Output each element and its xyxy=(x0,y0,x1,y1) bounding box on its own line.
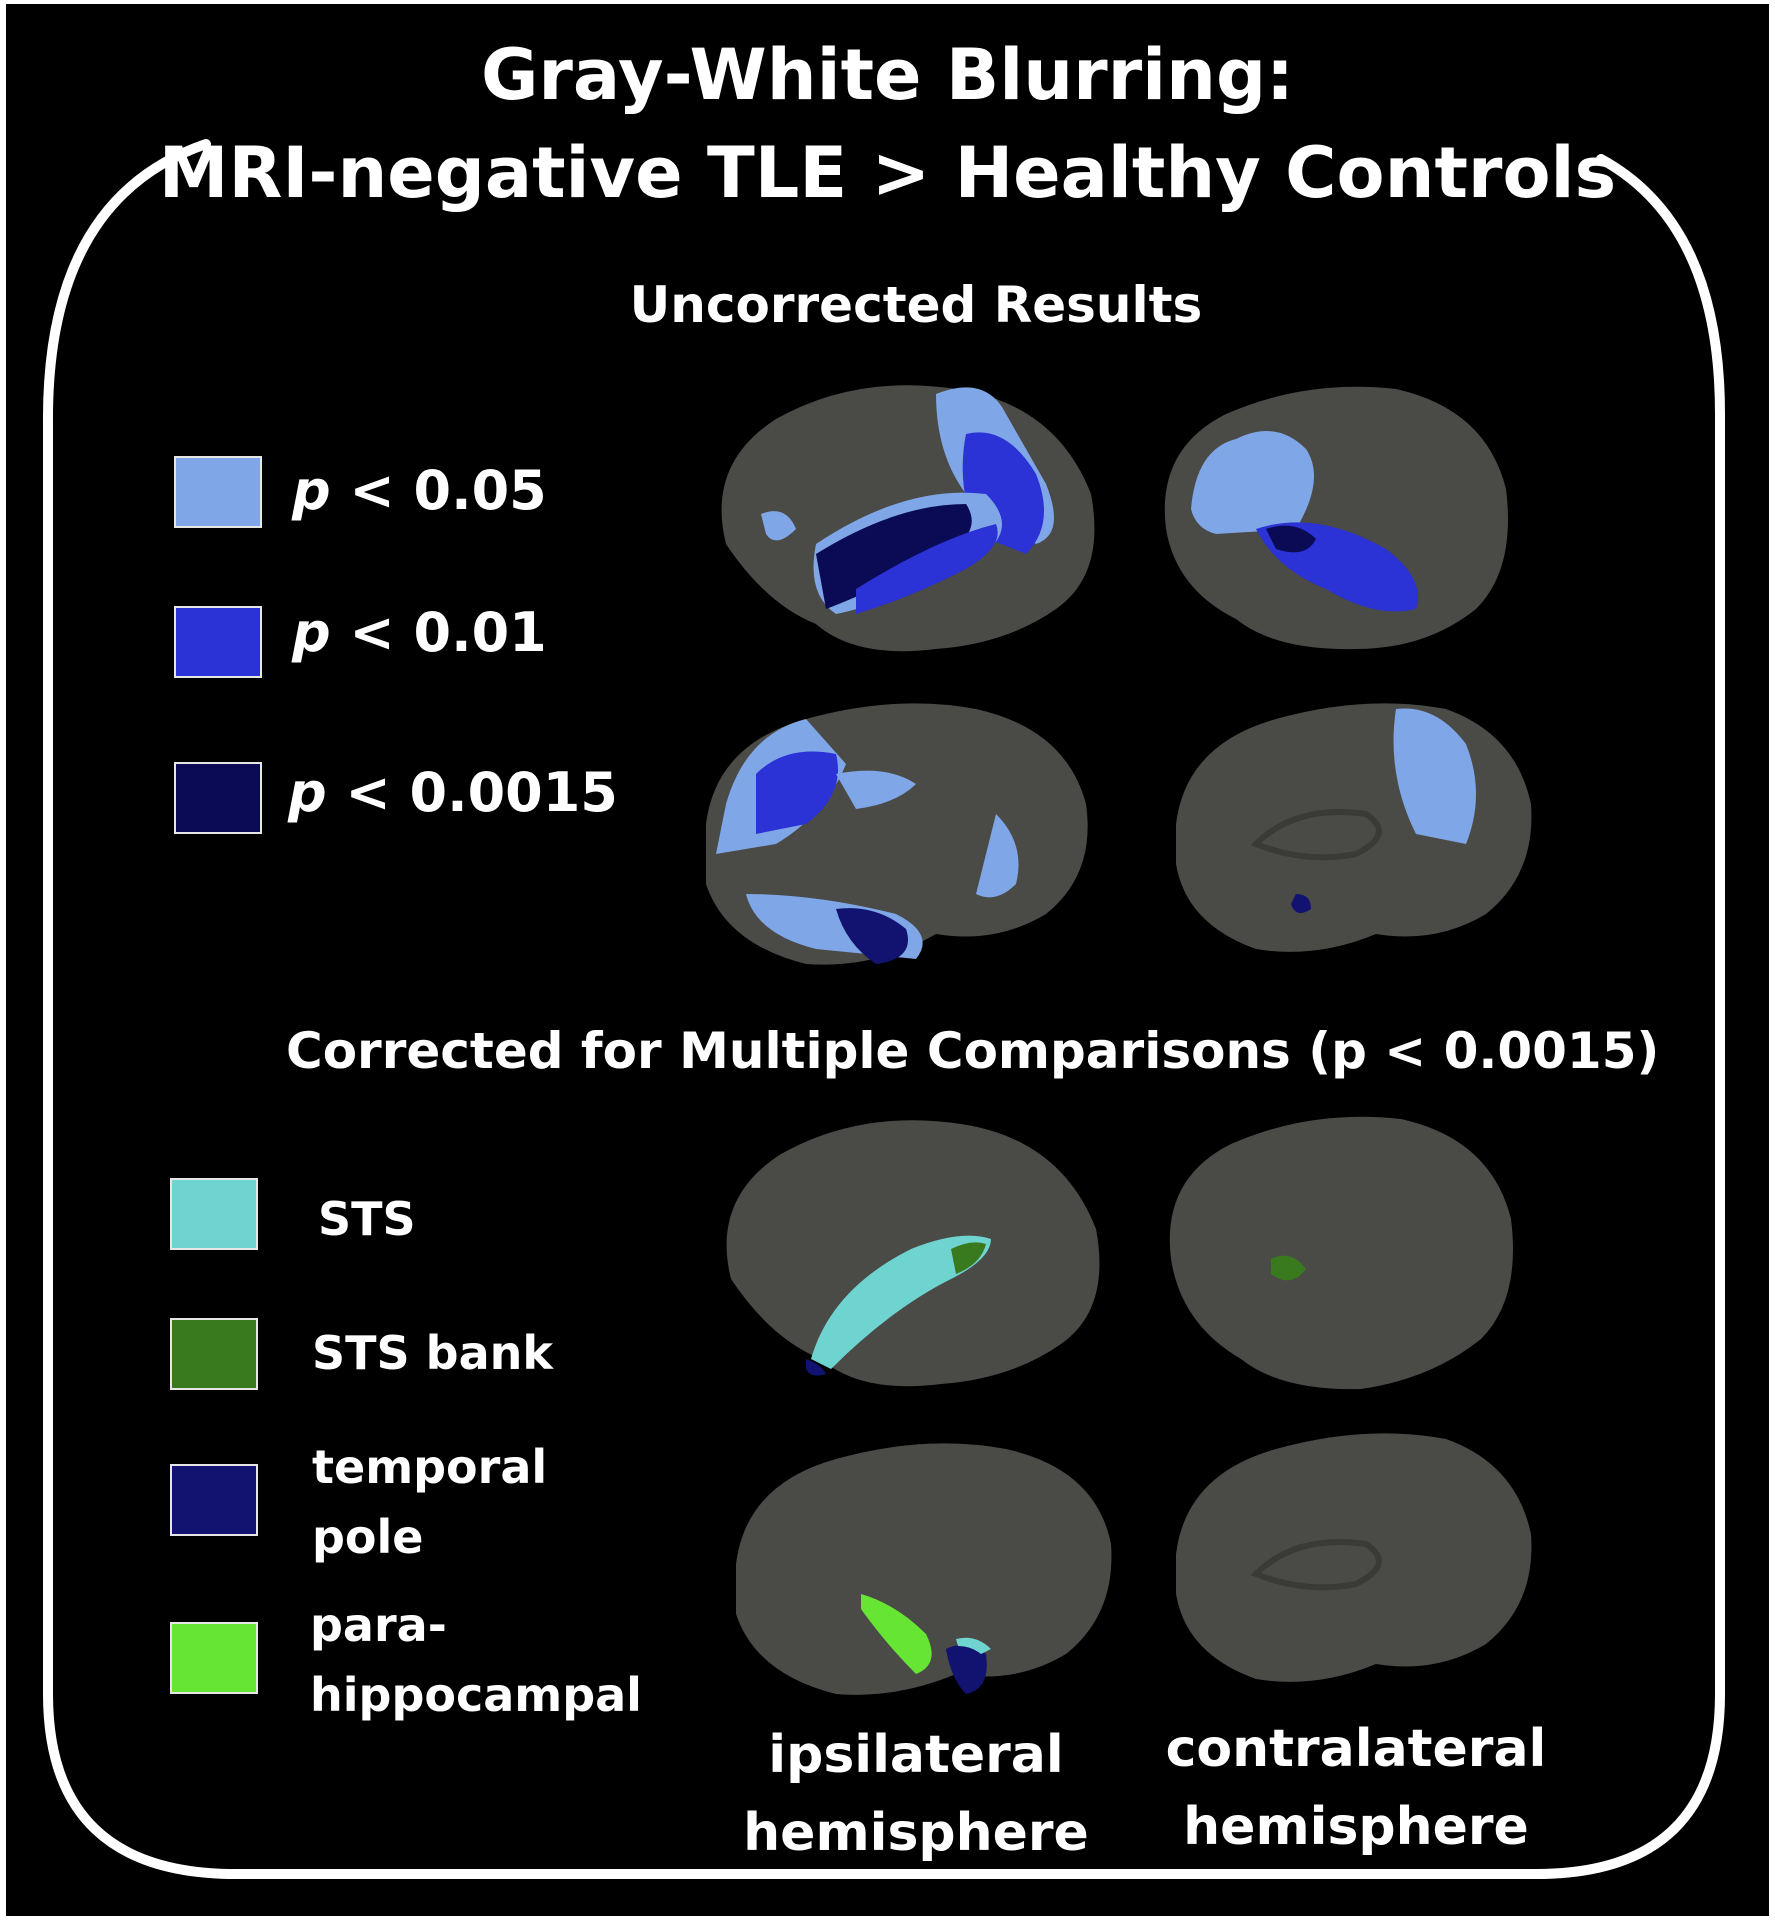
legend-label-p005: p < 0.05 xyxy=(292,459,547,522)
legend-label-p001: p < 0.01 xyxy=(292,601,547,664)
legend-label-sts: STS xyxy=(318,1192,416,1246)
brain-corrected-ipsilateral-medial xyxy=(736,1443,1112,1695)
figure-panel: Gray-White Blurring: MRI-negative TLE > … xyxy=(6,4,1769,1916)
rounded-frame xyxy=(42,139,1725,1879)
legend-label-p00015: p < 0.0015 xyxy=(288,761,618,824)
legend-label-sts-bank: STS bank xyxy=(312,1326,553,1380)
legend-swatch-sts-bank xyxy=(170,1318,258,1390)
section-uncorrected-heading: Uncorrected Results xyxy=(629,276,1203,334)
legend-label-parahippocampal: para-hippocampal xyxy=(310,1598,642,1722)
title-line1: Gray-White Blurring: xyxy=(480,34,1295,116)
legend-swatch-temporal-pole xyxy=(170,1464,258,1536)
legend-swatch-p001 xyxy=(174,606,262,678)
legend-swatch-p00015 xyxy=(174,762,262,834)
brain-uncorrected-ipsilateral-medial xyxy=(706,703,1088,965)
legend-swatch-parahippocampal xyxy=(170,1622,258,1694)
section-corrected-heading: Corrected for Multiple Comparisons (p < … xyxy=(286,1022,1660,1080)
title-line2: MRI-negative TLE > Healthy Controls xyxy=(158,132,1617,214)
brain-uncorrected-contralateral-medial xyxy=(1176,703,1532,952)
brain-corrected-contralateral-lateral xyxy=(1169,1116,1513,1390)
brain-uncorrected-contralateral-lateral xyxy=(1164,386,1508,650)
brain-corrected-ipsilateral-lateral xyxy=(726,1120,1100,1387)
legend-swatch-sts xyxy=(170,1178,258,1250)
brain-uncorrected-ipsilateral-lateral xyxy=(721,385,1095,652)
legend-swatch-p005 xyxy=(174,456,262,528)
brain-corrected-contralateral-medial xyxy=(1176,1433,1532,1682)
